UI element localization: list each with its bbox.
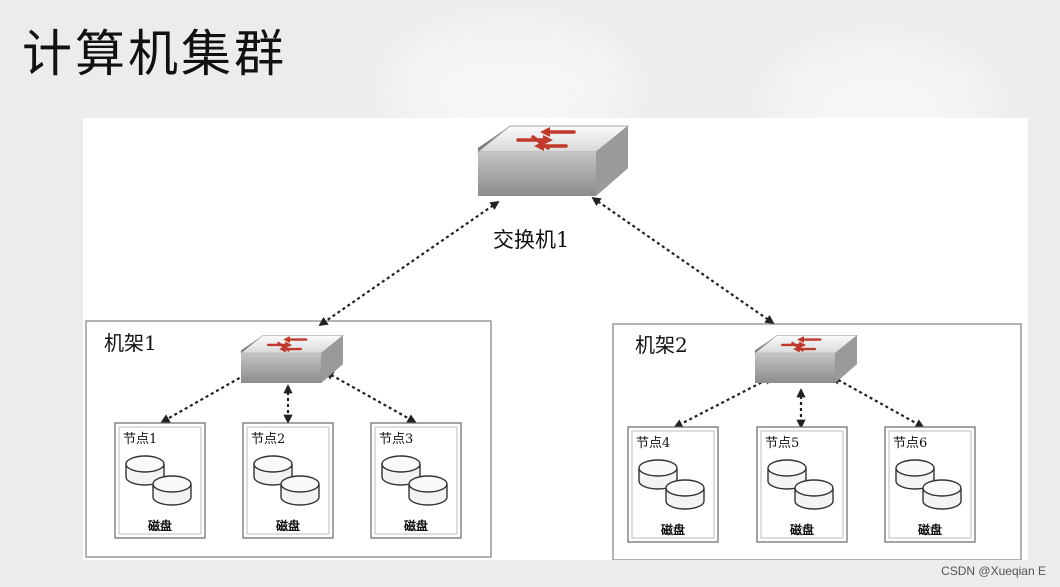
node-5: 节点5 磁盘 — [756, 426, 848, 543]
core-switch-icon — [476, 125, 630, 196]
node-6-disk-label: 磁盘 — [917, 522, 942, 537]
watermark: CSDN @Xueqian E — [941, 564, 1046, 578]
rack-1-label: 机架1 — [104, 331, 157, 355]
disk-icon — [767, 459, 834, 510]
disk-icon — [638, 459, 705, 510]
node-2-label: 节点2 — [251, 432, 285, 447]
disk-icon — [125, 455, 192, 506]
rack2-to-node6-link — [831, 376, 925, 428]
node-6: 节点6 磁盘 — [884, 426, 976, 543]
node-1-label: 节点1 — [123, 432, 157, 447]
node-2-disk-label: 磁盘 — [275, 518, 300, 533]
rack1-to-node3-link — [324, 371, 417, 423]
node-3: 节点3 磁盘 — [370, 422, 462, 539]
node-3-label: 节点3 — [379, 432, 413, 447]
disk-icon — [253, 455, 320, 506]
disk-icon — [895, 459, 962, 510]
rack2-to-node4-link — [673, 376, 774, 428]
node-3-disk-label: 磁盘 — [403, 518, 428, 533]
rack1-switch-icon — [240, 335, 344, 384]
rack-2-label: 机架2 — [635, 333, 688, 357]
node-1: 节点1 磁盘 — [114, 422, 206, 539]
rack1-to-node1-link — [160, 371, 252, 423]
node-5-label: 节点5 — [765, 436, 799, 451]
core-to-rack2-link — [591, 196, 775, 325]
core-switch-label: 交换机1 — [493, 228, 569, 252]
node-4: 节点4 磁盘 — [627, 426, 719, 543]
disk-icon — [381, 455, 448, 506]
node-4-label: 节点4 — [636, 436, 670, 451]
slide-title: 计算机集群 — [22, 25, 287, 83]
diagram-panel: 机架1 机架2 交换机1 节点1 磁盘 节点2 磁盘 节点3 磁盘 — [83, 118, 1028, 560]
node-2: 节点2 磁盘 — [242, 422, 334, 539]
rack2-switch-icon — [754, 335, 858, 384]
cluster-diagram: 机架1 机架2 交换机1 节点1 磁盘 节点2 磁盘 节点3 磁盘 — [85, 125, 1022, 560]
core-to-rack1-link — [318, 200, 500, 327]
node-1-disk-label: 磁盘 — [147, 518, 172, 533]
node-5-disk-label: 磁盘 — [789, 522, 814, 537]
node-6-label: 节点6 — [893, 436, 927, 451]
node-4-disk-label: 磁盘 — [660, 522, 685, 537]
